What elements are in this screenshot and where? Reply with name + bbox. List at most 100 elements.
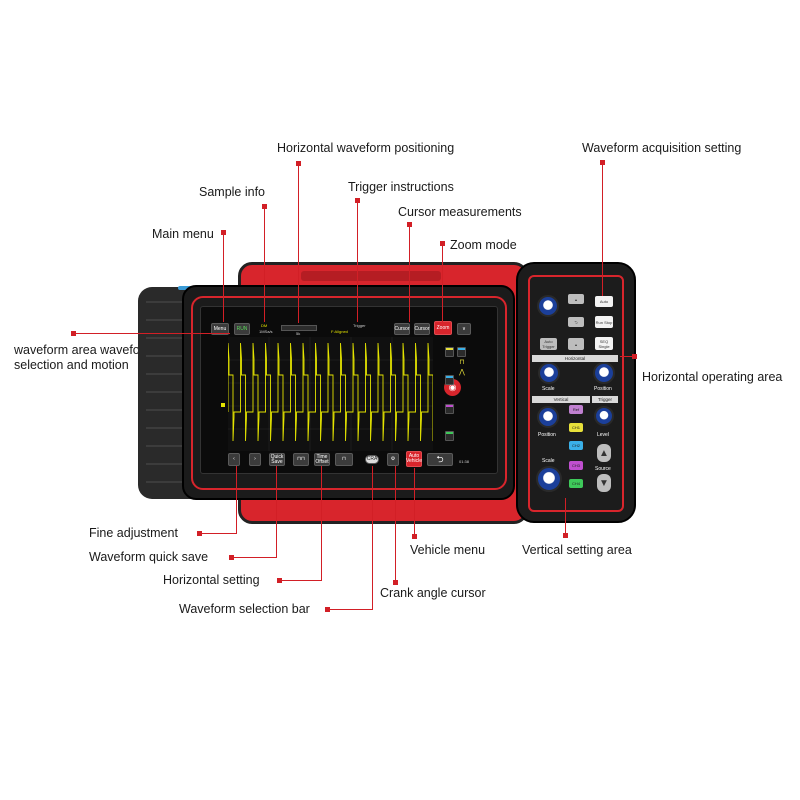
- undo-button[interactable]: ⮌: [568, 317, 584, 327]
- run-button[interactable]: RUN: [234, 323, 250, 335]
- sample-mode: DM: [261, 323, 268, 328]
- leader-line: [327, 609, 373, 610]
- leader-line: [73, 333, 230, 334]
- clock: 01:38: [459, 459, 470, 464]
- leader-line: [298, 163, 299, 323]
- time-offset-button[interactable]: Time Offset: [314, 453, 330, 466]
- leader-line: [409, 224, 410, 322]
- ref-button[interactable]: Ref: [569, 405, 583, 414]
- channel-2-button[interactable]: [445, 375, 454, 385]
- settings-button[interactable]: ⚙: [387, 453, 399, 466]
- cursor-button-a[interactable]: Cursor: [394, 323, 410, 335]
- channel-3-button[interactable]: [445, 404, 454, 414]
- leader-dot: [412, 534, 417, 539]
- rear-frame-stripe: [301, 271, 441, 281]
- label-cursor-measurements: Cursor measurements: [398, 205, 522, 219]
- channel-1-waveform: [227, 342, 435, 442]
- label-zoom-mode: Zoom mode: [450, 238, 517, 252]
- label-waveform-selection-bar: Waveform selection bar: [179, 602, 310, 616]
- vertical-section-header: Vertical: [532, 396, 590, 403]
- label-waveform-area: waveform area waveform selection and mot…: [14, 343, 155, 372]
- zoom-button[interactable]: Zoom: [434, 321, 452, 335]
- leader-line: [372, 466, 373, 610]
- leader-line: [395, 466, 396, 582]
- label-waveform-quick-save: Waveform quick save: [89, 550, 209, 564]
- horizontal-setting-button[interactable]: ⊓⊓: [293, 453, 309, 466]
- label-main-menu: Main menu: [152, 227, 214, 241]
- trigger-value: F:Aligned: [331, 329, 348, 334]
- trigger-level-label: Level: [597, 432, 609, 438]
- channel-4-button[interactable]: [445, 431, 454, 441]
- label-crank-angle-cursor: Crank angle cursor: [380, 586, 486, 600]
- source-up-button[interactable]: ▲: [597, 444, 611, 462]
- oscilloscope-screen: Menu RUN DM 1MSa/s 5k Trigger F:Aligned …: [200, 306, 498, 474]
- channel-1-marker[interactable]: [221, 403, 225, 407]
- leader-line: [442, 243, 443, 322]
- multipurpose-knob[interactable]: [537, 295, 559, 317]
- label-trigger-instructions: Trigger instructions: [348, 180, 454, 194]
- leader-dot: [393, 580, 398, 585]
- ch1-button[interactable]: CH1: [569, 423, 583, 432]
- auto-trigger-button[interactable]: Auto Trigger: [540, 338, 557, 350]
- more-menu-button[interactable]: ∨: [457, 323, 471, 335]
- leader-line: [414, 468, 415, 536]
- ch4-button[interactable]: CH4: [569, 479, 583, 488]
- leader-line: [264, 206, 265, 322]
- label-vehicle-menu: Vehicle menu: [410, 543, 486, 557]
- waveform-select-button[interactable]: ⊓: [335, 453, 353, 466]
- leader-line: [620, 356, 634, 357]
- vertical-scale-knob[interactable]: [536, 466, 562, 492]
- up-small-button[interactable]: ▴: [568, 294, 584, 304]
- trigger-level-knob[interactable]: [594, 406, 614, 426]
- fine-adjust-left-button[interactable]: ‹: [228, 453, 240, 466]
- control-panel-ring: [528, 275, 624, 512]
- auto-button[interactable]: Auto: [595, 296, 613, 307]
- vertical-position-knob[interactable]: [537, 406, 559, 428]
- leader-line: [357, 200, 358, 322]
- horizontal-position-knob[interactable]: [593, 362, 615, 384]
- channel-2-indicator[interactable]: [457, 347, 466, 357]
- label-horizontal-waveform-positioning: Horizontal waveform positioning: [277, 141, 455, 155]
- sample-rate: 1MSa/s: [259, 329, 273, 334]
- waveform-area[interactable]: [227, 337, 435, 451]
- ch2-button[interactable]: CH2: [569, 441, 583, 450]
- waveform-plot: [227, 337, 435, 451]
- waveform-icon-a[interactable]: ⊓: [459, 359, 465, 366]
- main-menu-button[interactable]: Menu: [211, 323, 229, 335]
- leader-dot: [563, 533, 568, 538]
- ch3-button[interactable]: CH3: [569, 461, 583, 470]
- quick-save-button[interactable]: Quick Save: [269, 453, 285, 466]
- vertical-scale-label: Scale: [542, 458, 555, 464]
- seq-single-button[interactable]: SEQ Single: [595, 337, 613, 350]
- leader-line: [602, 162, 603, 296]
- horizontal-scale-label: Scale: [542, 386, 555, 392]
- trigger-section-header: Trigger: [592, 396, 618, 403]
- source-label: Source: [595, 466, 611, 472]
- vehicle-menu-button[interactable]: Auto Vehicle: [406, 451, 422, 467]
- label-vertical-setting-area: Vertical setting area: [522, 543, 632, 557]
- leader-line: [231, 557, 277, 558]
- select-up-button[interactable]: ▴: [568, 338, 584, 350]
- horizontal-position-label: Position: [594, 386, 612, 392]
- horizontal-scale-knob[interactable]: [538, 362, 560, 384]
- leader-line: [199, 533, 236, 534]
- fine-adjust-right-button[interactable]: ›: [249, 453, 261, 466]
- leader-line: [565, 498, 566, 535]
- back-button[interactable]: ⮌: [427, 453, 453, 466]
- horizontal-position-bar[interactable]: [281, 325, 317, 331]
- vertical-position-label: Position: [538, 432, 556, 438]
- cursor-button-b[interactable]: Cursor: [414, 323, 430, 335]
- leader-line: [321, 466, 322, 581]
- waveform-icon-b[interactable]: ⋀: [459, 369, 465, 376]
- leader-line: [279, 580, 322, 581]
- crank-angle-cursor-button[interactable]: CRA: [365, 455, 379, 464]
- source-down-button[interactable]: ▼: [597, 474, 611, 492]
- leader-dot: [632, 354, 637, 359]
- label-fine-adjustment: Fine adjustment: [89, 526, 178, 540]
- channel-1-indicator[interactable]: [445, 347, 454, 357]
- label-sample-info: Sample info: [199, 185, 266, 199]
- trigger-label: Trigger: [353, 323, 366, 328]
- label-waveform-acquisition-setting: Waveform acquisition setting: [582, 141, 742, 155]
- bezel-accent-ring: [191, 296, 507, 490]
- run-stop-button[interactable]: Run Stop: [595, 316, 613, 328]
